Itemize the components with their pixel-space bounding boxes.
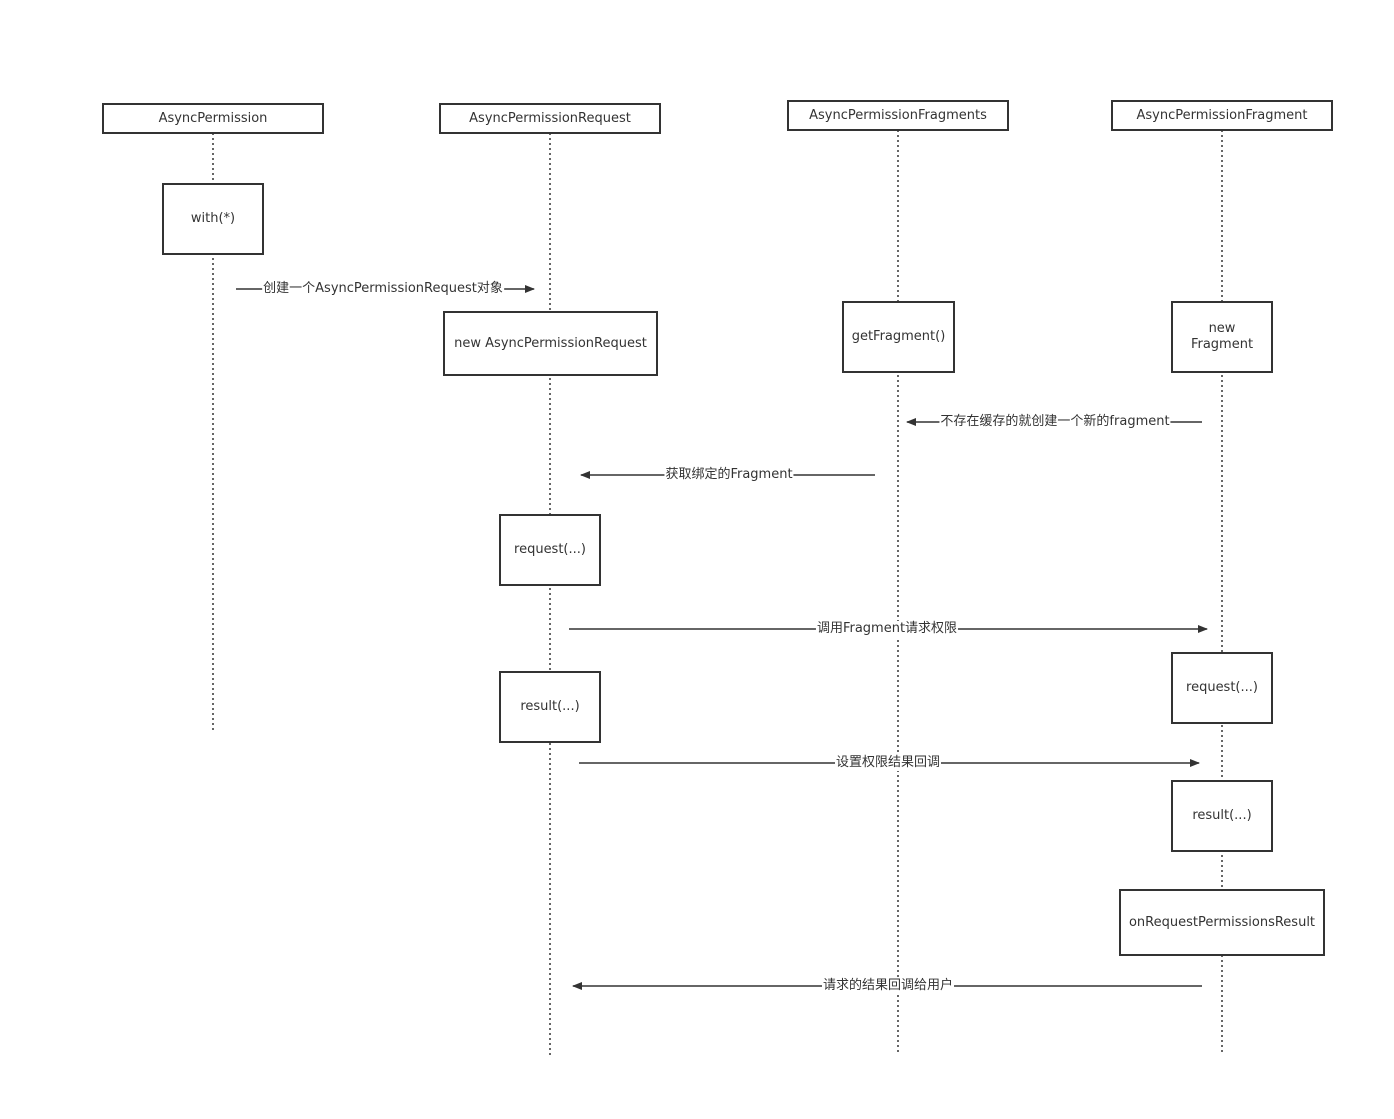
participant-asyncpermission: AsyncPermission — [102, 103, 324, 134]
message-label-call-fragment-request: 调用Fragment请求权限 — [815, 621, 959, 637]
activation-label: request(...) — [514, 542, 586, 557]
activation-with: with(*) — [162, 183, 264, 255]
activation-result-right: result(...) — [1171, 780, 1273, 852]
activation-label-line2: Fragment — [1190, 337, 1254, 352]
activation-request-left: request(...) — [499, 514, 601, 586]
activation-new-asyncpermissionrequest: new AsyncPermissionRequest — [443, 311, 658, 376]
activation-label: result(...) — [520, 699, 580, 714]
message-label-new-fragment: 不存在缓存的就创建一个新的fragment — [939, 414, 1171, 430]
participant-asyncpermissionrequest: AsyncPermissionRequest — [439, 103, 661, 134]
message-label-set-result-callback: 设置权限结果回调 — [834, 755, 942, 771]
activation-label: request(...) — [1186, 680, 1258, 695]
activation-label: with(*) — [190, 211, 236, 226]
participant-label: AsyncPermissionFragment — [1136, 107, 1308, 123]
activation-label: result(...) — [1192, 808, 1252, 823]
participant-label: AsyncPermissionRequest — [469, 110, 631, 126]
participant-label: AsyncPermission — [158, 110, 268, 126]
activation-onrequestpermissionsresult: onRequestPermissionsResult — [1119, 889, 1325, 956]
message-label-get-bound-fragment: 获取绑定的Fragment — [664, 467, 794, 483]
message-label-result-to-user: 请求的结果回调给用户 — [821, 978, 955, 994]
message-label-create-request: 创建一个AsyncPermissionRequest对象 — [262, 281, 504, 297]
activation-label: onRequestPermissionsResult — [1128, 914, 1316, 930]
activation-result-left: result(...) — [499, 671, 601, 743]
activation-new-fragment: new Fragment — [1171, 301, 1273, 373]
activation-label: new AsyncPermissionRequest — [454, 335, 647, 351]
activation-getfragment: getFragment() — [842, 301, 955, 373]
participant-asyncpermissionfragments: AsyncPermissionFragments — [787, 100, 1009, 131]
activation-label: getFragment() — [851, 329, 946, 344]
participant-asyncpermissionfragment: AsyncPermissionFragment — [1111, 100, 1333, 131]
participant-label: AsyncPermissionFragments — [809, 107, 987, 123]
activation-label-line1: new — [1208, 321, 1236, 336]
activation-request-right: request(...) — [1171, 652, 1273, 724]
